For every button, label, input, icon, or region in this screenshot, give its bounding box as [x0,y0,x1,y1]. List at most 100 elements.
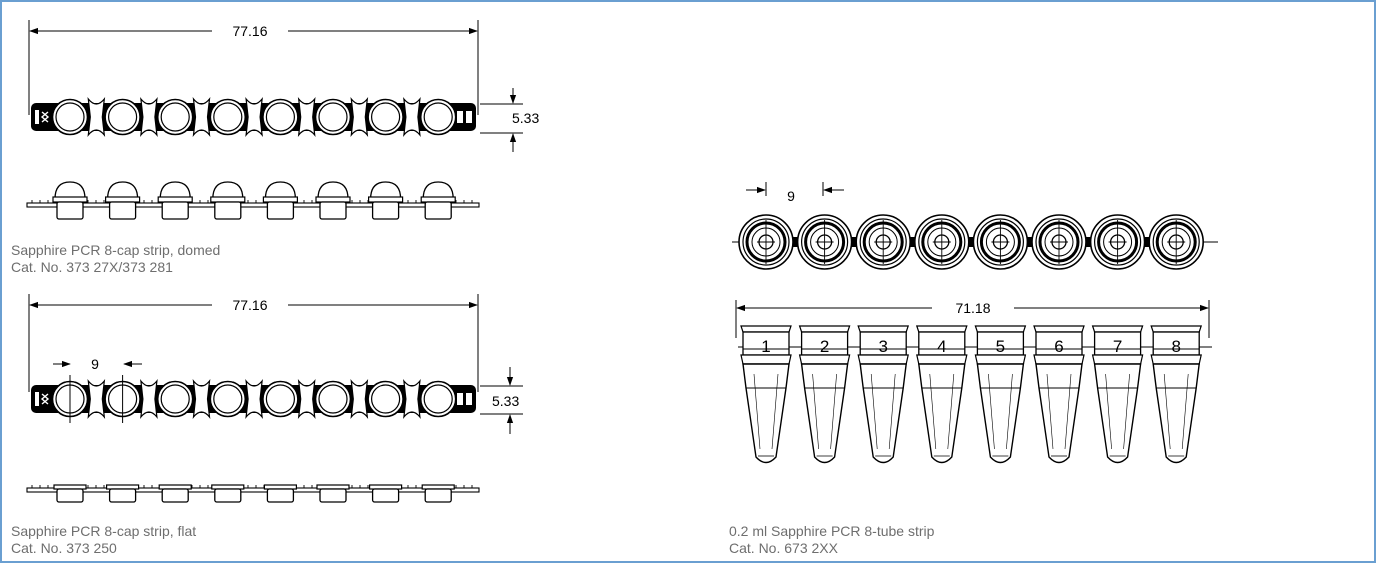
tube-inner-wall [812,373,819,450]
cap-rim [210,196,246,203]
tube-inner-wall [1064,373,1072,450]
tube-rim-ring [1093,218,1142,266]
tube-body [1035,363,1083,464]
cap-plug [319,488,347,503]
cap-connector [140,379,158,419]
tab-mark-icon [40,111,50,123]
domed-cap-strip-side-view [26,181,480,220]
cap-connector [192,97,211,137]
tube-inner-wall [947,373,955,450]
tube-number: 5 [996,337,1005,356]
tube-number: 7 [1113,337,1122,356]
cap-plug [266,201,295,220]
tube-inner-wall [888,373,896,450]
tube-inner-wall [988,373,995,450]
cap-rim [262,196,298,203]
tab-slot [466,111,472,123]
tube-strip-top-view [732,214,1218,270]
cap-connector [297,97,316,137]
tube-shoulder [1033,354,1085,365]
tube-strip-name: 0.2 ml Sapphire PCR 8-tube strip [729,523,935,539]
tab-slot [457,393,463,405]
tube-number: 3 [878,337,887,356]
tube-body [859,363,907,464]
cap-dome [422,181,454,200]
cap-plug [371,488,400,503]
tube-rim-ring [800,218,849,266]
tube-shoulder [1150,354,1202,365]
cap-inner-ring [265,384,295,414]
cap-connector [87,97,106,137]
cap-plug [161,201,189,220]
tube-inner-wall [870,373,878,450]
tube-inner-wall [771,373,779,450]
tube-rim-ring [859,218,907,266]
domed-length-label: 77.16 [232,23,267,39]
tube-strip-dimensions: 9 71.18 [735,182,1210,338]
cap-plug [266,488,295,503]
tube-inner-wall [830,373,837,450]
cap-inner-ring [107,102,138,132]
domed-cap-strip-top-view [31,97,476,137]
cap-plug [424,201,452,220]
tube-lip [915,325,968,333]
cap-inner-ring [318,384,348,414]
tube-shoulder [1091,354,1144,365]
cap-connector [297,379,316,419]
cap-inner-ring [160,102,190,132]
cap-connector [245,97,263,137]
tube-number: 1 [761,337,770,356]
flat-strip-name: Sapphire PCR 8-cap strip, flat [11,523,197,539]
cap-inner-ring [213,102,243,132]
cap-connector [87,379,106,419]
cap-dome [264,181,297,200]
flat-length-label: 77.16 [232,297,267,313]
tube-connector [1136,237,1157,247]
domed-strip-caption: Sapphire PCR 8-cap strip, domed Cat. No.… [11,242,220,276]
tube-lip [740,325,792,333]
cap-inner-ring [371,102,401,132]
cap-plug [319,201,347,220]
tube-rim-ring [1035,218,1083,266]
tube-body [800,363,849,464]
tube-body [1152,363,1200,464]
cap-plug [371,201,400,220]
cap-dome [369,181,402,200]
cap-inner-ring [265,102,295,132]
tube-connector [1078,237,1099,247]
tube-connector [961,237,982,247]
tube-strip-caption: 0.2 ml Sapphire PCR 8-tube strip Cat. No… [729,523,934,557]
tube-body [918,363,966,464]
cap-inner-ring [423,102,453,132]
cap-plug [424,488,452,503]
cap-connector [192,379,211,419]
tube-pitch-label: 9 [787,188,795,204]
flat-cap-strip-top-view [31,375,476,423]
cap-inner-ring [213,384,243,414]
tube-connector [843,237,864,247]
side-rail [26,202,480,208]
flat-height-label: 5.33 [492,393,519,409]
tube-body [1093,363,1142,464]
tab-slot [466,393,472,405]
side-rail [26,487,480,493]
cap-inner-ring [160,384,190,414]
cap-rim [52,196,88,203]
tube-inner-wall [1105,373,1112,450]
tube-strip-cat-no: Cat. No. 673 2XX [729,540,838,556]
cap-connector [140,97,158,137]
tube-rim-ring [1152,218,1200,266]
tube-inner-wall [1163,373,1171,450]
tube-number: 4 [937,337,946,356]
tube-body [742,363,790,464]
flat-strip-caption: Sapphire PCR 8-cap strip, flat Cat. No. … [11,523,196,557]
tube-lip [798,325,851,333]
tube-shoulder [916,354,968,365]
flat-strip-dimensions: 77.16 9 5.33 [28,294,523,434]
tube-body [976,363,1025,464]
tube-inner-wall [1123,373,1130,450]
cap-plug [108,488,137,503]
